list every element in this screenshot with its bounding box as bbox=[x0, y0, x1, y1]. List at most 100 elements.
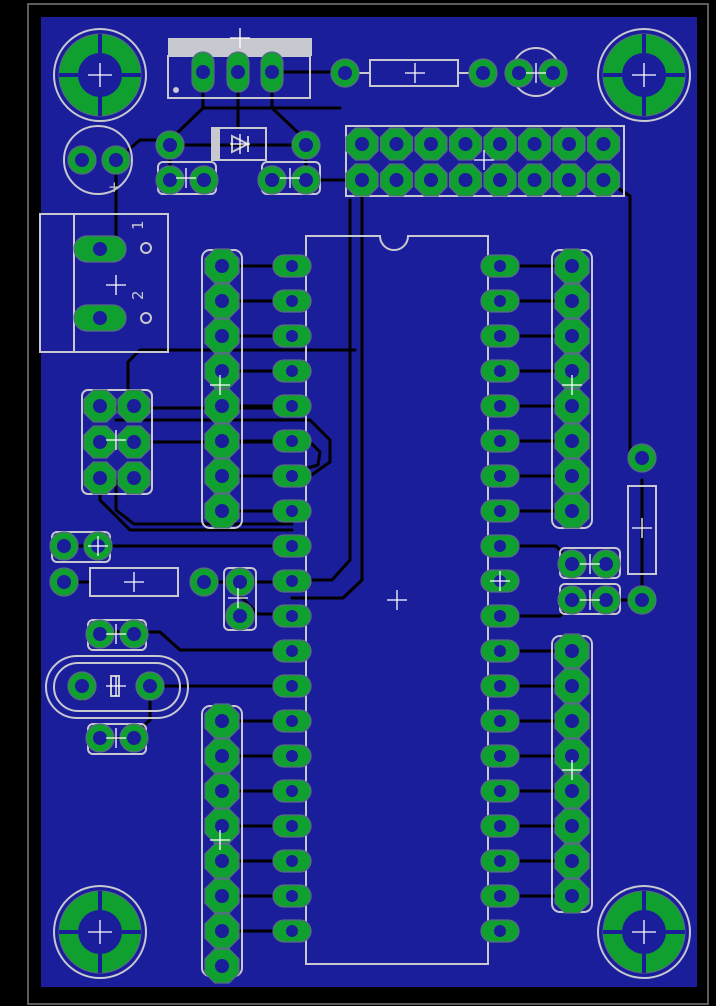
header-pin bbox=[448, 127, 483, 161]
connector-label-1: 1 bbox=[129, 220, 147, 230]
socket-pad bbox=[204, 773, 240, 809]
ic-pin bbox=[272, 919, 312, 943]
ic-pin bbox=[272, 289, 312, 313]
power-connector-pin bbox=[73, 304, 127, 332]
component-pad bbox=[291, 130, 321, 160]
component-pad bbox=[155, 165, 185, 195]
component-pad bbox=[627, 443, 657, 473]
ic-pin bbox=[272, 464, 312, 488]
socket-pad bbox=[204, 248, 240, 284]
socket-pad bbox=[554, 283, 590, 319]
component-pad bbox=[225, 567, 255, 597]
socket-pad bbox=[554, 388, 590, 424]
component-pad bbox=[538, 58, 568, 88]
socket-pad bbox=[554, 458, 590, 494]
socket-pad bbox=[554, 878, 590, 914]
socket-pad bbox=[554, 773, 590, 809]
socket-pad bbox=[554, 318, 590, 354]
resistor-right bbox=[627, 485, 657, 575]
regulator-pin bbox=[191, 51, 215, 93]
origin-cross bbox=[176, 168, 196, 188]
ic-pin bbox=[480, 919, 520, 943]
jumper-pin bbox=[117, 389, 151, 423]
origin-cross bbox=[387, 590, 407, 610]
origin-cross bbox=[490, 571, 510, 591]
component-pad bbox=[591, 549, 621, 579]
ic-pin bbox=[272, 534, 312, 558]
socket-pad bbox=[554, 808, 590, 844]
header-pin bbox=[345, 127, 379, 161]
header-pin bbox=[448, 163, 483, 197]
socket-pad bbox=[204, 843, 240, 879]
socket-pad bbox=[554, 248, 590, 284]
svg-text:+: + bbox=[108, 178, 121, 196]
origin-cross bbox=[228, 588, 248, 608]
origin-cross bbox=[106, 676, 126, 696]
component-pad bbox=[85, 723, 115, 753]
origin-cross bbox=[230, 134, 250, 154]
ic-pin bbox=[480, 359, 520, 383]
header-pin bbox=[586, 127, 621, 161]
jumper-pin bbox=[117, 461, 151, 495]
component-pad bbox=[67, 145, 97, 175]
ic-pin bbox=[480, 849, 520, 873]
origin-cross bbox=[210, 375, 230, 395]
jumper-pin bbox=[83, 389, 117, 423]
socket-pad bbox=[204, 458, 240, 494]
ic-pin bbox=[480, 744, 520, 768]
component-pad bbox=[557, 585, 587, 615]
component-pad bbox=[155, 130, 185, 160]
connector-label-2: 2 bbox=[129, 290, 147, 300]
mounting-hole-cross bbox=[88, 920, 112, 944]
socket-pad bbox=[204, 738, 240, 774]
socket-pad bbox=[204, 878, 240, 914]
ic-pin bbox=[272, 814, 312, 838]
ic-pin bbox=[272, 324, 312, 348]
mounting-hole-cross bbox=[632, 920, 656, 944]
component-pad bbox=[189, 165, 219, 195]
origin-cross bbox=[88, 536, 108, 556]
ic-pin bbox=[480, 779, 520, 803]
ic-pin bbox=[272, 779, 312, 803]
socket-pad bbox=[204, 493, 240, 529]
component-pad bbox=[67, 671, 97, 701]
component-pad bbox=[49, 531, 79, 561]
origin-cross bbox=[124, 572, 144, 592]
ic-pin bbox=[480, 814, 520, 838]
header-pin bbox=[483, 163, 517, 197]
component-pad bbox=[225, 601, 255, 631]
origin-cross bbox=[106, 728, 126, 748]
origin-cross bbox=[580, 590, 600, 610]
header-pin bbox=[379, 127, 414, 161]
ic-pin bbox=[480, 394, 520, 418]
electrolytic-cap-outline bbox=[63, 125, 133, 195]
ic-pin bbox=[480, 324, 520, 348]
ic-pin bbox=[272, 604, 312, 628]
socket-pad bbox=[204, 948, 240, 984]
ic-pin bbox=[272, 254, 312, 278]
component-pad bbox=[291, 165, 321, 195]
ic-pin bbox=[272, 429, 312, 453]
origin-cross bbox=[632, 518, 652, 538]
header-pin bbox=[552, 127, 586, 161]
power-connector-outline bbox=[39, 213, 169, 353]
ic-pin bbox=[272, 674, 312, 698]
ic-pin bbox=[480, 639, 520, 663]
jumper-pin bbox=[83, 461, 117, 495]
ic-pin bbox=[480, 534, 520, 558]
crystal-outline bbox=[45, 655, 189, 719]
resistor-left bbox=[89, 567, 179, 597]
header-pin bbox=[379, 163, 414, 197]
ic-pin bbox=[480, 604, 520, 628]
ic-pin bbox=[272, 569, 312, 593]
socket-pad bbox=[554, 423, 590, 459]
origin-cross bbox=[106, 624, 126, 644]
socket-pad bbox=[204, 913, 240, 949]
power-connector-pin bbox=[73, 235, 127, 263]
socket-pad bbox=[554, 493, 590, 529]
origin-cross bbox=[580, 554, 600, 574]
header-pin bbox=[345, 163, 379, 197]
ic-pin bbox=[272, 394, 312, 418]
ic-pin bbox=[272, 744, 312, 768]
